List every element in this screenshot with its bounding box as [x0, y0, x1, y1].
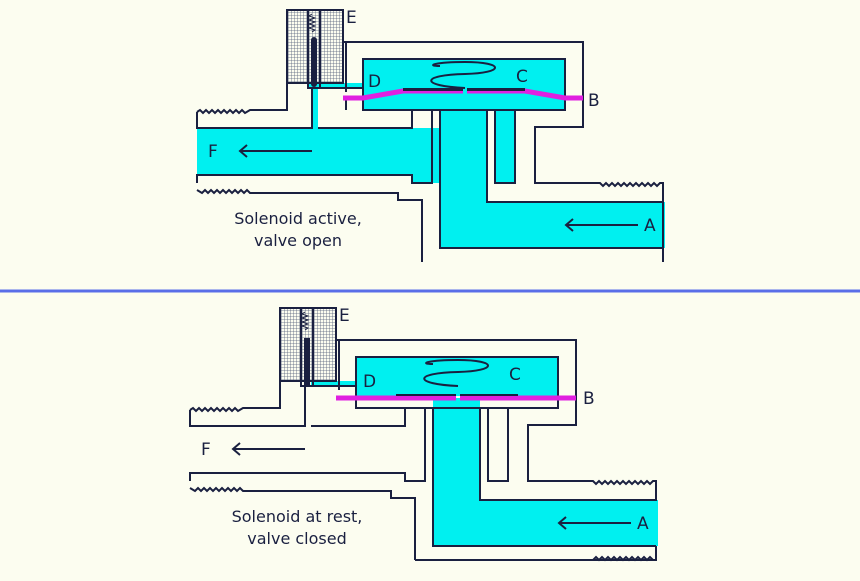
- label-b: B: [583, 389, 595, 409]
- caption-line2: valve open: [254, 231, 342, 250]
- label-e: E: [346, 8, 357, 28]
- caption-line1: Solenoid at rest,: [232, 507, 363, 526]
- diaphragm-plate: [460, 394, 518, 396]
- caption-line2: valve closed: [247, 529, 346, 548]
- label-a: A: [644, 216, 656, 236]
- plunger: [311, 37, 317, 87]
- diaphragm-plate: [467, 88, 525, 91]
- label-d: D: [368, 72, 381, 92]
- label-a: A: [637, 514, 649, 534]
- arrow-left-icon: [238, 144, 312, 158]
- plunger-spring: [307, 13, 317, 33]
- fluid-fill: [301, 308, 658, 546]
- label-f: F: [208, 142, 218, 162]
- diaphragm-plate: [403, 88, 463, 91]
- label-d: D: [363, 372, 376, 392]
- valve-open-diagram: E D C B F A Solenoid active, valve open: [196, 8, 665, 262]
- fluid-fill: [197, 10, 665, 248]
- label-c: C: [516, 67, 528, 87]
- arrow-left-icon: [557, 516, 631, 530]
- label-c: C: [509, 365, 521, 385]
- arrow-left-icon: [231, 442, 305, 456]
- caption-line1: Solenoid active,: [234, 209, 362, 228]
- arrow-left-icon: [564, 218, 638, 232]
- valve-closed-diagram: E D C B F A Solenoid at rest, valve clos…: [189, 306, 658, 562]
- diaphragm-spring: [423, 358, 489, 387]
- plunger: [304, 338, 310, 386]
- plunger-spring: [300, 311, 310, 331]
- diaphragm-plate: [396, 394, 456, 396]
- label-e: E: [339, 306, 350, 326]
- diaphragm-spring: [430, 60, 496, 89]
- label-f: F: [201, 440, 211, 460]
- label-b: B: [588, 91, 600, 111]
